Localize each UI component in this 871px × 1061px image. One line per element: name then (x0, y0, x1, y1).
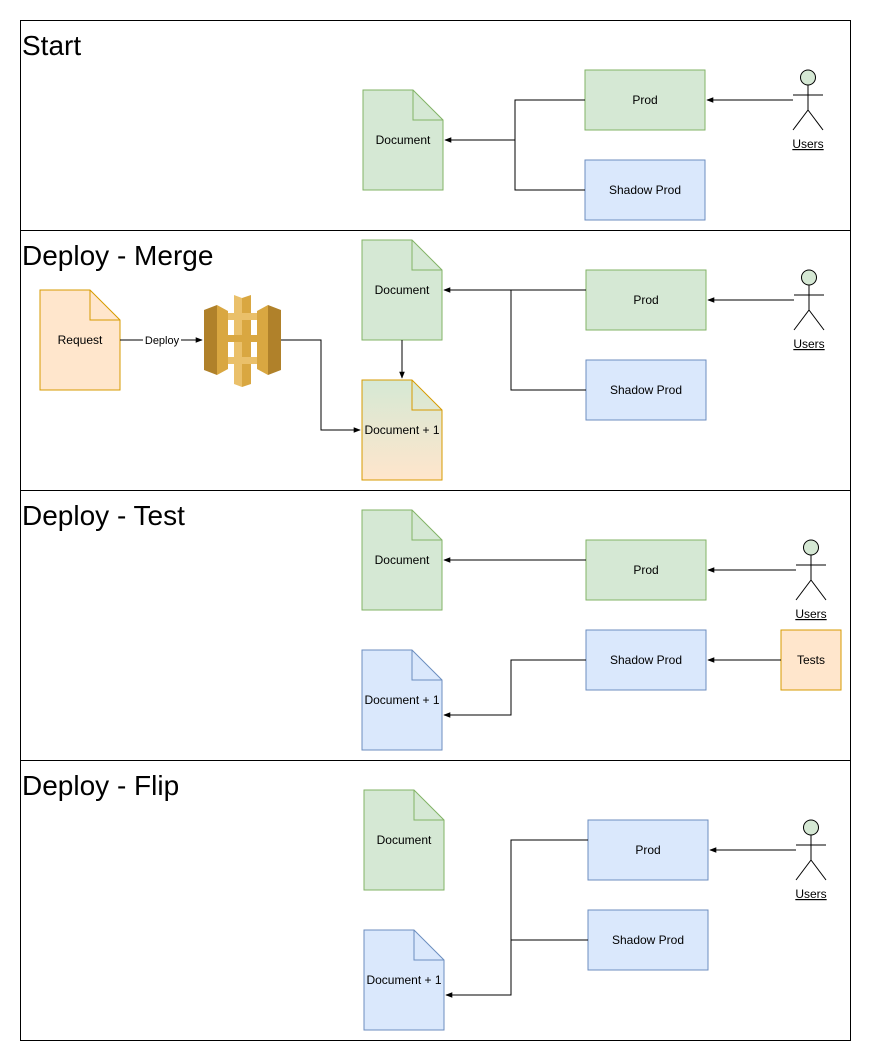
prod-box[interactable]: Prod (584, 69, 706, 131)
connector-prod-to-document-next (445, 839, 588, 998)
connector-shadow-prod (510, 290, 586, 391)
stick-figure-actor-icon (793, 269, 825, 331)
deploy-label-background (143, 333, 181, 347)
connector-gateway-to-document-next (281, 339, 361, 433)
document-next-shape[interactable]: Document + 1 (361, 649, 443, 751)
users-label: Users (795, 887, 826, 901)
panel-title: Start (22, 30, 81, 61)
document-label: Document (376, 133, 431, 147)
document-next-label: Document + 1 (364, 423, 439, 437)
shadow-prod-box[interactable]: Shadow Prod (584, 159, 706, 221)
users-label: Users (795, 607, 826, 621)
connector-shadow-prod-to-document-next (443, 659, 586, 718)
shadow-prod-box[interactable]: Shadow Prod (585, 359, 707, 421)
document-label: Document (375, 283, 430, 297)
connector-prod-to-document (444, 99, 585, 143)
document-next-label: Document + 1 (364, 693, 439, 707)
document-shape[interactable]: Document (361, 239, 443, 341)
shadow-prod-label: Shadow Prod (609, 183, 681, 197)
document-shape[interactable]: Document (361, 509, 443, 611)
users-actor[interactable]: Users (795, 539, 827, 621)
stick-figure-actor-icon (792, 69, 824, 131)
document-next-shape[interactable]: Document + 1 (361, 379, 443, 481)
users-label: Users (792, 137, 823, 151)
document-shape[interactable]: Document (363, 789, 445, 891)
document-shape[interactable]: Document (362, 89, 444, 191)
users-actor[interactable]: Users (792, 69, 824, 151)
panel-deploy-merge: Deploy - Merge Request Document (20, 230, 851, 491)
document-next-shape[interactable]: Document + 1 (363, 929, 445, 1031)
prod-box[interactable]: Prod (587, 819, 709, 881)
tests-label: Tests (797, 653, 825, 667)
panel-deploy-test: Deploy - Test Document Document + 1 Prod… (20, 490, 851, 761)
document-label: Document (375, 553, 430, 567)
prod-label: Prod (632, 93, 657, 107)
users-actor[interactable]: Users (793, 269, 825, 351)
tests-box[interactable]: Tests (780, 629, 842, 691)
prod-box[interactable]: Prod (585, 269, 707, 331)
panel-deploy-flip: Deploy - Flip Document Document + 1 Prod… (20, 760, 851, 1041)
document-label: Document (377, 833, 432, 847)
prod-label: Prod (635, 843, 660, 857)
shadow-prod-box[interactable]: Shadow Prod (585, 629, 707, 691)
document-next-label: Document + 1 (366, 973, 441, 987)
panel-title: Deploy - Flip (22, 770, 179, 801)
shadow-prod-label: Shadow Prod (610, 653, 682, 667)
deploy-edge-label: Deploy (145, 335, 180, 347)
shadow-prod-box[interactable]: Shadow Prod (587, 909, 709, 971)
panel-title: Deploy - Merge (22, 240, 213, 271)
connector-shadow-prod (514, 140, 585, 191)
shadow-prod-label: Shadow Prod (612, 933, 684, 947)
users-actor[interactable]: Users (795, 819, 827, 901)
panel-title: Deploy - Test (22, 500, 185, 531)
panel-start: Start Document Prod Shadow Prod Users (20, 20, 851, 231)
prod-box[interactable]: Prod (585, 539, 707, 601)
request-label: Request (58, 333, 103, 347)
api-gateway-icon[interactable] (204, 295, 281, 387)
prod-label: Prod (633, 563, 658, 577)
shadow-prod-label: Shadow Prod (610, 383, 682, 397)
stick-figure-actor-icon (795, 539, 827, 601)
stick-figure-actor-icon (795, 819, 827, 881)
request-document-shape[interactable]: Request (39, 289, 121, 391)
users-label: Users (793, 337, 824, 351)
prod-label: Prod (633, 293, 658, 307)
